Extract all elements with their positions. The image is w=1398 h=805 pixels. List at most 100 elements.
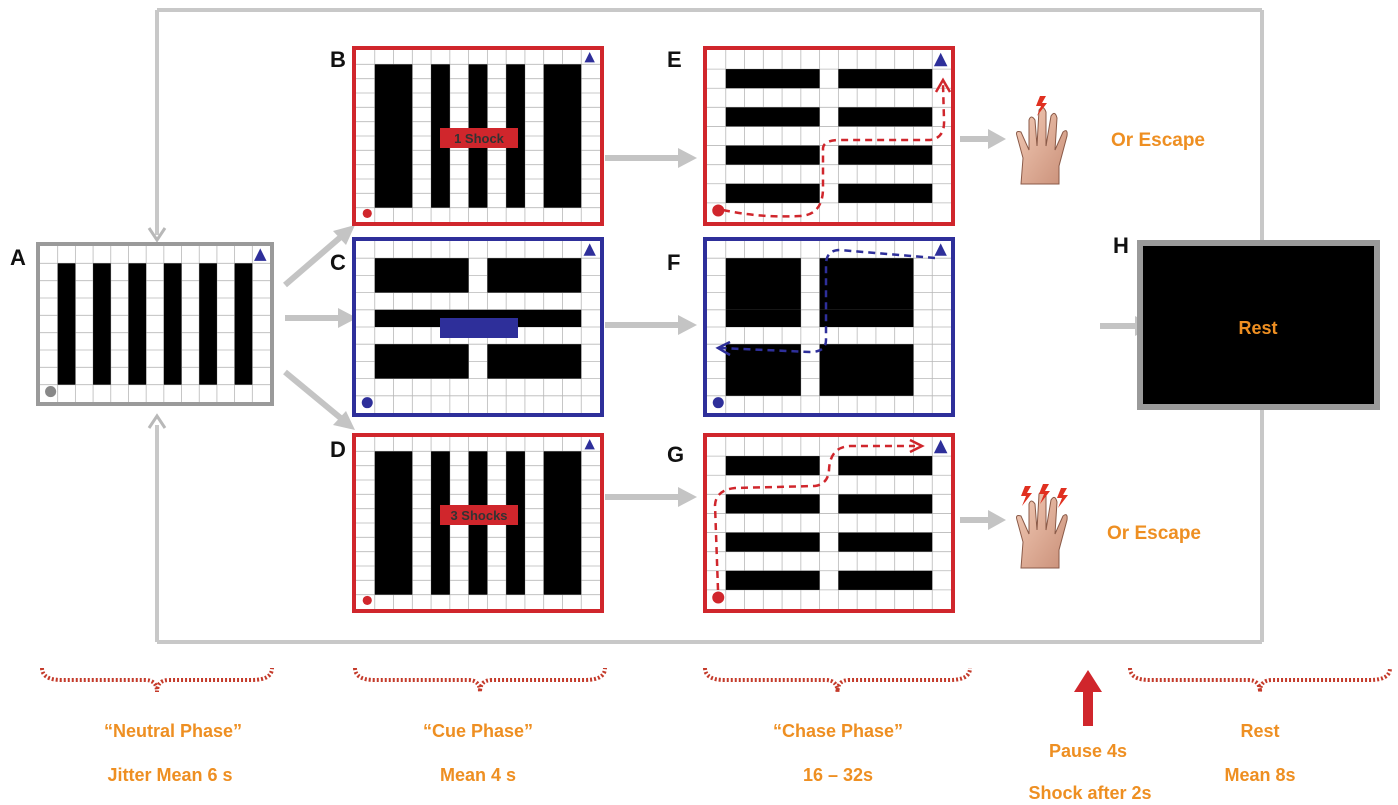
player-dot-icon <box>361 397 373 409</box>
phase-brace <box>703 667 972 693</box>
phase-labels: “Neutral Phase” Jitter Mean 6 s “Cue Pha… <box>104 721 1296 803</box>
arrow-b-to-e <box>605 148 697 168</box>
outcome-escape-bottom: Or Escape <box>1107 523 1201 544</box>
maze-wall <box>838 145 933 165</box>
phase-rest-name: Rest <box>1240 721 1279 741</box>
panel-c-cue-safe <box>352 237 604 417</box>
player-dot-icon <box>362 208 372 218</box>
panel-a-neutral-maze <box>36 242 274 406</box>
maze-wall <box>725 344 801 396</box>
maze-wall <box>374 451 413 595</box>
lightning-icon <box>1036 96 1047 116</box>
maze-wall <box>725 309 801 327</box>
maze-wall <box>819 309 914 327</box>
maze-wall <box>234 263 253 385</box>
panel-h-rest-screen: Rest <box>1137 240 1380 410</box>
phase-brace <box>353 667 607 693</box>
maze-wall <box>725 494 820 514</box>
panel-letter-g: G <box>667 442 684 467</box>
maze-wall <box>725 145 820 165</box>
panel-letter-f: F <box>667 250 680 275</box>
shock-hand-icon <box>1016 106 1068 185</box>
loop-frame <box>147 8 1264 644</box>
arrow-a-to-b <box>283 225 355 288</box>
maze-wall <box>838 183 933 203</box>
maze-wall <box>487 344 582 379</box>
maze-wall <box>838 69 933 89</box>
maze-wall <box>725 456 820 476</box>
panel-letter-d: D <box>330 437 346 462</box>
maze-wall <box>128 263 147 385</box>
arrow-d-to-g <box>605 487 697 507</box>
cue-label-d: 3 Shocks <box>440 505 518 525</box>
maze-wall <box>819 258 914 310</box>
outcome-escape-top: Or Escape <box>1111 130 1205 151</box>
target-triangle-icon <box>584 439 595 450</box>
arrow-g-to-shock <box>960 510 1006 530</box>
maze-wall <box>725 69 820 89</box>
target-triangle-icon <box>933 52 948 67</box>
target-triangle-icon <box>584 52 595 63</box>
arrow-c-to-f <box>605 315 697 335</box>
panel-letter-b: B <box>330 47 346 72</box>
maze-wall <box>819 344 914 396</box>
panel-letter-e: E <box>667 47 682 72</box>
panel-letter-a: A <box>10 245 26 270</box>
chase-path-f <box>719 248 936 354</box>
arrow-a-to-c <box>285 308 357 328</box>
phase-rest-duration: Mean 8s <box>1224 765 1295 785</box>
phase-neutral-duration: Jitter Mean 6 s <box>107 765 232 785</box>
lightning-icon <box>1057 488 1068 508</box>
maze-wall <box>725 183 820 203</box>
player-dot-icon <box>362 595 372 605</box>
target-triangle-icon <box>934 243 947 256</box>
phase-brace <box>1128 667 1392 693</box>
phase-pause-name: Pause 4s <box>1049 741 1127 761</box>
panel-letters: A B C D E F G H <box>10 47 1129 467</box>
maze-wall <box>725 107 820 127</box>
maze-floor <box>40 246 270 402</box>
arrow-e-to-shock <box>960 129 1006 149</box>
cue-label-b-text: 1 Shock <box>454 131 505 146</box>
player-dot-icon <box>45 386 57 398</box>
maze-wall <box>838 456 933 476</box>
player-dot-icon <box>712 397 724 409</box>
player-dot-icon <box>712 204 725 217</box>
phase-cue-duration: Mean 4 s <box>440 765 516 785</box>
chase-path-e <box>722 83 946 218</box>
flow-arrows <box>283 129 1154 530</box>
target-triangle-icon <box>933 439 948 454</box>
panel-f-chase-safe <box>703 237 955 417</box>
target-triangle-icon <box>583 243 596 256</box>
phase-chase-name: “Chase Phase” <box>773 721 903 741</box>
panel-letter-h: H <box>1113 233 1129 258</box>
cue-label-d-text: 3 Shocks <box>450 508 507 523</box>
phase-braces <box>40 667 1392 693</box>
maze-wall <box>487 258 582 293</box>
maze-wall <box>199 263 217 385</box>
maze-wall <box>374 344 469 379</box>
maze-wall <box>57 263 76 385</box>
maze-wall <box>725 258 801 310</box>
chase-arrowhead-g <box>909 438 925 454</box>
lightning-icon <box>1039 484 1050 504</box>
rest-screen-label: Rest <box>1238 318 1277 338</box>
chase-arrowhead-e <box>934 77 952 93</box>
maze-wall <box>725 570 820 590</box>
maze-wall <box>163 263 182 385</box>
shock-time-arrow <box>1074 670 1102 726</box>
target-triangle-icon <box>254 248 267 261</box>
panel-e-chase-threat <box>703 46 955 226</box>
maze-wall <box>543 451 582 595</box>
maze-wall <box>838 570 933 590</box>
cue-label-c <box>440 318 518 338</box>
phase-pause-duration: Shock after 2s <box>1028 783 1151 803</box>
hand-shape <box>1016 106 1068 185</box>
player-dot-icon <box>712 591 725 604</box>
maze-wall <box>725 532 820 552</box>
lightning-bolts <box>1021 96 1068 508</box>
maze-wall <box>838 494 933 514</box>
maze-wall <box>838 107 933 127</box>
phase-chase-duration: 16 – 32s <box>803 765 873 785</box>
